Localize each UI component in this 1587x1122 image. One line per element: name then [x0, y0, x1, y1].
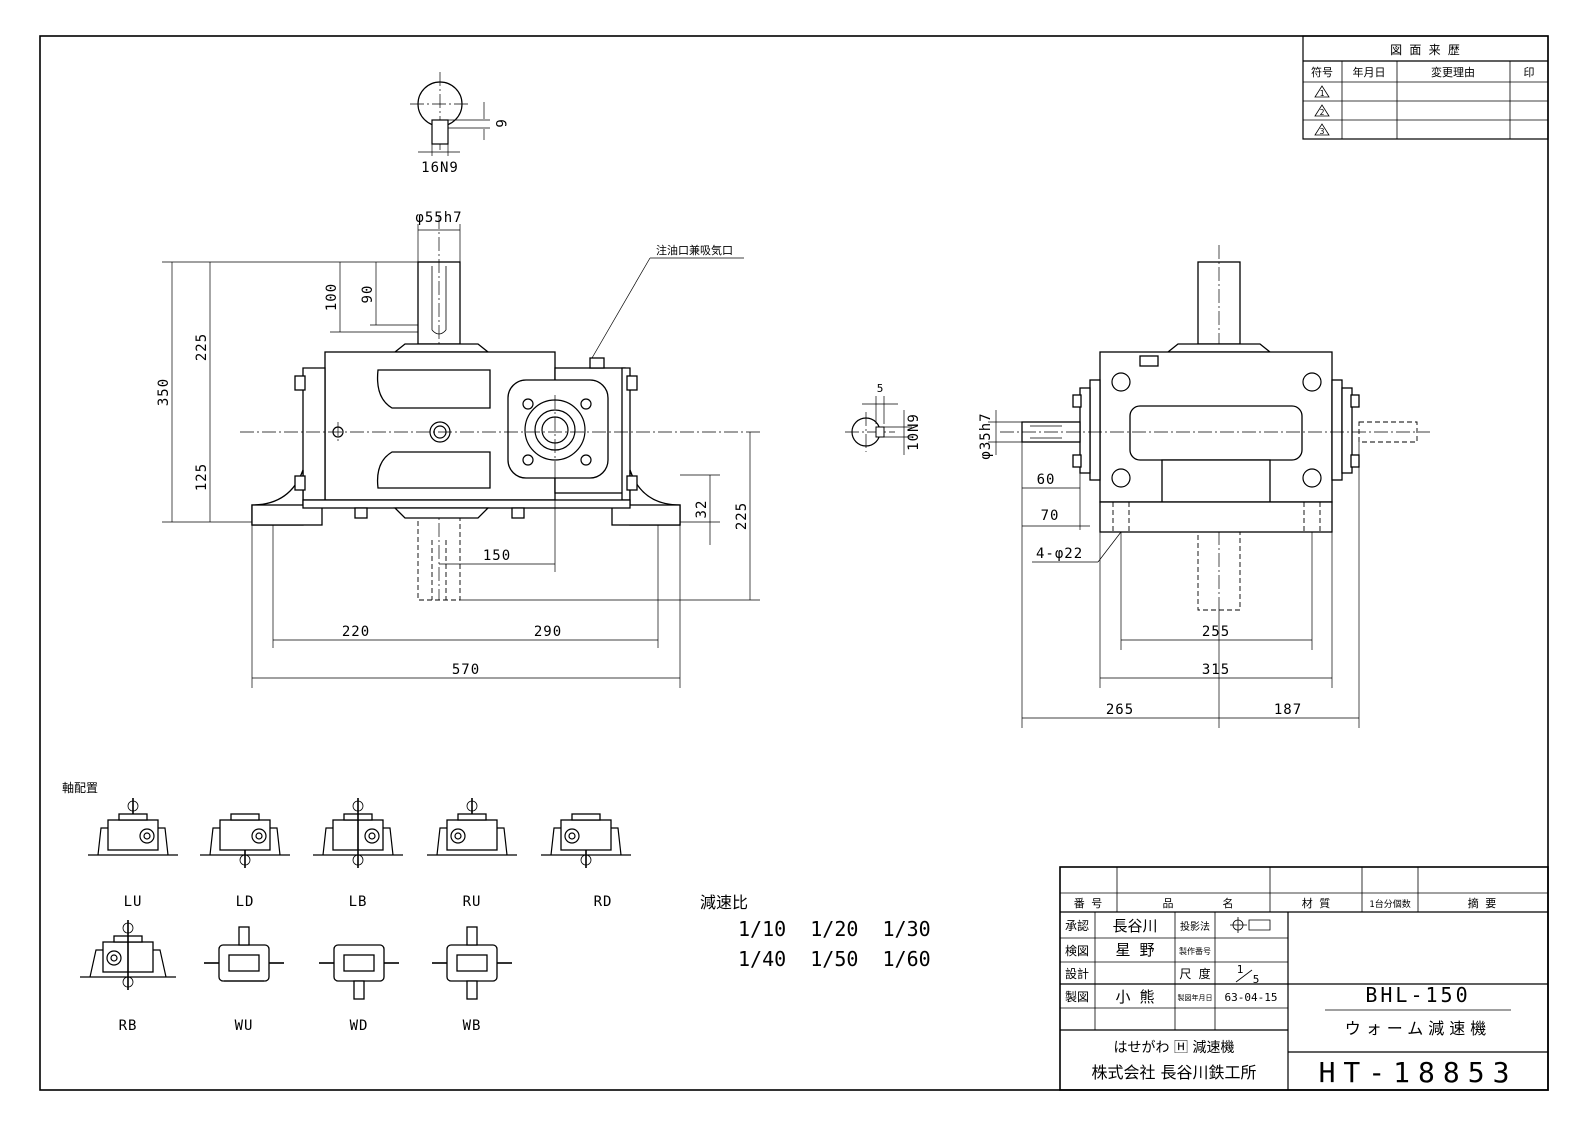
- arrangement-WU: [204, 926, 284, 982]
- keyway-top-depth: 6: [492, 119, 508, 128]
- arrangement-RD: [541, 813, 631, 868]
- tb-drawn-name: 小 熊: [1115, 988, 1154, 1006]
- reduction-title: 減速比: [700, 893, 748, 912]
- tb-checked-label: 検図: [1065, 944, 1089, 958]
- dim-225-top: 225: [194, 333, 210, 361]
- arrangement-WD: [319, 944, 399, 1000]
- keyway-side-width: 10N9: [906, 413, 922, 451]
- tb-col-name-a: 品: [1163, 897, 1174, 910]
- tb-col-name-b: 名: [1223, 896, 1234, 910]
- revision-mark-1: 1: [1314, 85, 1330, 98]
- tb-model: BHL-150: [1365, 983, 1470, 1007]
- svg-text:3: 3: [1320, 127, 1325, 136]
- revision-header-mark: 符号: [1311, 66, 1333, 79]
- arrangement-RB: [80, 920, 176, 990]
- svg-text:2: 2: [1320, 108, 1325, 117]
- front-view: φ55h7 注油口兼吸気口 350 225 125 100 90 32 225 …: [156, 210, 760, 688]
- tb-scale-num: 1: [1237, 963, 1244, 976]
- keyway-detail-top: 6 16N9: [410, 72, 508, 176]
- tb-col-remarks: 摘 要: [1468, 896, 1497, 910]
- tb-drawn-label: 製図: [1065, 990, 1089, 1004]
- dim-90: 90: [360, 285, 376, 304]
- dim-187: 187: [1274, 702, 1302, 718]
- tb-projection-label: 投影法: [1180, 920, 1210, 933]
- dim-350: 350: [156, 378, 172, 406]
- tb-product: ウォーム減速機: [1345, 1019, 1492, 1038]
- tb-checked-name: 星 野: [1115, 941, 1154, 959]
- arrangement-label-RD: RD: [594, 894, 613, 910]
- arrangement-LD: [200, 813, 290, 868]
- revision-header-date: 年月日: [1353, 65, 1386, 79]
- side-shaft-dia: φ35h7: [978, 412, 994, 459]
- dim-100: 100: [324, 283, 340, 311]
- dim-32: 32: [694, 500, 710, 519]
- svg-text:1: 1: [1320, 89, 1325, 98]
- tb-col-no: 番 号: [1074, 897, 1103, 910]
- tb-col-material: 材 質: [1302, 896, 1331, 910]
- holes-label: 4-φ22: [1036, 546, 1083, 562]
- tb-design-label: 設計: [1065, 966, 1089, 981]
- reduction-line-1: 1/10 1/20 1/30: [738, 917, 931, 941]
- dim-570: 570: [452, 662, 480, 678]
- arrangement-label-LD: LD: [236, 894, 255, 910]
- arrangement-label-WB: WB: [463, 1018, 482, 1034]
- shaft-arrangement-title: 軸配置: [62, 781, 98, 795]
- dim-150: 150: [483, 548, 511, 564]
- tb-brand-line: はせがわ 🄷 減速機: [1114, 1039, 1235, 1056]
- dim-315: 315: [1202, 662, 1230, 678]
- tb-approved-label: 承認: [1065, 918, 1089, 933]
- tb-approved-name: 長谷川: [1112, 917, 1157, 935]
- front-shaft-dia: φ55h7: [415, 210, 462, 226]
- revision-mark-2: 2: [1314, 104, 1330, 117]
- dim-265: 265: [1106, 702, 1134, 718]
- dim-60: 60: [1037, 472, 1056, 488]
- arrangement-RU: [427, 798, 517, 856]
- tb-scale-den: 5: [1253, 973, 1260, 986]
- reduction-line-2: 1/40 1/50 1/60: [738, 947, 931, 971]
- oil-port-label: 注油口兼吸気口: [656, 243, 733, 257]
- tb-scale-label: 尺 度: [1179, 966, 1210, 981]
- dim-290: 290: [534, 624, 562, 640]
- dim-125: 125: [194, 463, 210, 491]
- tb-col-qty: 1台分個数: [1369, 898, 1410, 910]
- arrangement-label-LU: LU: [124, 894, 143, 910]
- dim-70: 70: [1041, 508, 1060, 524]
- side-view: φ35h7 60 70 4-φ22 255 315 265 187: [978, 245, 1430, 728]
- revision-mark-3: 3: [1314, 123, 1330, 136]
- arrangement-label-RU: RU: [463, 894, 482, 910]
- dim-225-bottom: 225: [734, 502, 750, 530]
- dim-255: 255: [1202, 624, 1230, 640]
- revision-header-seal: 印: [1524, 66, 1535, 79]
- tb-company: 株式会社 長谷川鉄工所: [1091, 1063, 1256, 1082]
- keyway-top-width: 16N9: [421, 160, 459, 176]
- arrangement-label-WD: WD: [350, 1018, 369, 1034]
- dim-220: 220: [342, 624, 370, 640]
- revision-title: 図 面 来 歴: [1390, 43, 1460, 57]
- arrangement-LB: [313, 798, 403, 868]
- tb-date-label: 製図年月日: [1178, 993, 1213, 1002]
- tb-drawing-no: HT-18853: [1319, 1056, 1518, 1089]
- drawing-frame: [39, 35, 1549, 1091]
- arrangement-label-WU: WU: [235, 1018, 254, 1034]
- title-block: 番 号 品 名 材 質 1台分個数 摘 要 承認 長谷川 投影法 検図 星 野 …: [1059, 866, 1549, 1091]
- revision-header-reason: 変更理由: [1431, 65, 1475, 79]
- arrangement-label-RB: RB: [119, 1018, 138, 1034]
- keyway-detail-side: 5 10N9: [845, 382, 922, 455]
- revision-block: 図 面 来 歴 符号 年月日 変更理由 印 1 2 3: [1302, 35, 1549, 140]
- keyway-side-depth: 5: [877, 382, 884, 395]
- tb-serial-label: 製作番号: [1179, 946, 1211, 956]
- arrangement-WB: [432, 926, 512, 1000]
- tb-date-value: 63-04-15: [1225, 991, 1278, 1004]
- arrangement-label-LB: LB: [349, 894, 368, 910]
- arrangement-LU: [88, 798, 178, 856]
- projection-symbol-icon: [1230, 917, 1271, 933]
